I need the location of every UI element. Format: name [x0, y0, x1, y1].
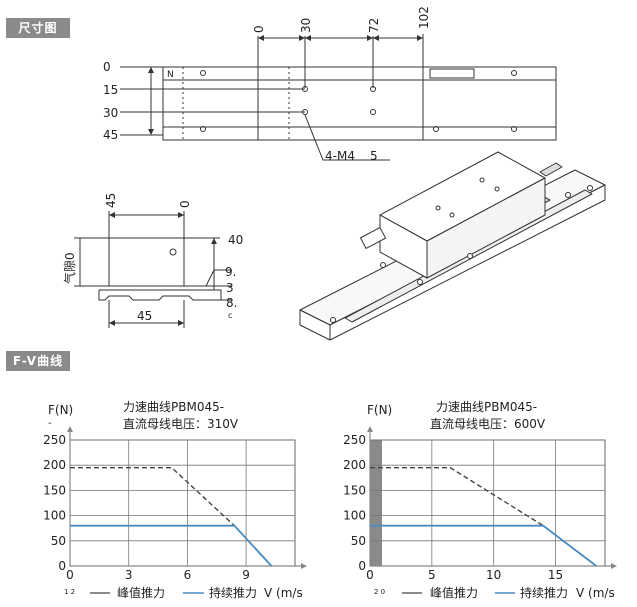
chart-left-subtitle: 直流母线电压：310V — [123, 417, 239, 431]
chart-1-xtick: 15 — [548, 568, 563, 582]
dimensions-section-label: 尺寸图 — [6, 18, 70, 38]
side-dim-bottom-45: 45 — [137, 309, 152, 323]
side-dim-40: 40 — [228, 233, 243, 247]
chart-1-xtick: 5 — [428, 568, 436, 582]
chart-left-x-fragment: 1 2 — [64, 588, 75, 596]
chart-left-xlabel: V (m/s — [264, 586, 303, 600]
chart-left: 0 50 100 150 200 250 0 3 6 9 F(N) - 力速曲线PBM045- 直… — [43, 400, 307, 600]
chart-1-x-arrow — [611, 563, 617, 569]
chart-1-xtick: 0 — [366, 568, 374, 582]
y-dim-30: 30 — [103, 106, 118, 120]
chart-0-xtick: 9 — [242, 568, 250, 582]
chart-left-legend-cont: 持续推力 — [209, 585, 257, 600]
x-dim-0: 0 — [252, 25, 266, 33]
chart-1-y-arrow — [367, 426, 373, 432]
chart-right-legend-peak: 峰值推力 — [430, 585, 478, 600]
side-dim-45: 45 — [104, 193, 118, 208]
y-dim-0: 0 — [103, 60, 111, 74]
chart-left-legend-peak: 峰值推力 — [117, 585, 165, 600]
chart-left-ylabel: F(N) — [48, 403, 73, 417]
x-dim-102: 102 — [417, 6, 431, 29]
chart-1-ytick: 250 — [343, 433, 366, 447]
chart-0-series-continuous — [70, 524, 273, 567]
side-dim-c: c — [228, 311, 232, 320]
chart-left-plot-frame — [69, 439, 296, 567]
y-dim-45: 45 — [103, 128, 118, 142]
chart-0-x-arrow — [301, 563, 307, 569]
callout-depth: 5 — [370, 149, 378, 163]
x-dim-30: 30 — [299, 18, 313, 33]
chart-0-series-peak — [70, 467, 273, 567]
chart-1-xtick: 10 — [486, 568, 501, 582]
dimension-drawing: 0 30 72 102 0 15 30 45 N 4-M4 5 — [62, 6, 606, 341]
chart-right-title: 力速曲线PBM045- — [436, 400, 537, 414]
isometric-motor — [299, 151, 606, 341]
chart-1-series-peak — [370, 467, 597, 567]
chart-1-ytick: 150 — [343, 483, 366, 497]
chart-1-ytick: 0 — [358, 559, 366, 573]
chart-right-subtitle: 直流母线电压：600V — [430, 417, 546, 431]
chart-1-ytick: 100 — [343, 509, 366, 523]
y-dim-15: 15 — [103, 83, 118, 97]
chart-0-xtick: 6 — [184, 568, 192, 582]
chart-0-ytick: 100 — [43, 509, 66, 523]
chart-right-ylabel: F(N) — [367, 403, 392, 417]
chart-0-y-arrow — [67, 426, 73, 432]
chart-right-axis-band — [370, 440, 382, 566]
side-dim-0: 0 — [178, 200, 192, 208]
top-view-outline — [162, 66, 557, 141]
chart-0-ytick: 50 — [51, 534, 66, 548]
chart-right: 0 50 100 150 200 250 0 5 10 15 F(N) 力速曲线PBM045- 直… — [343, 400, 617, 600]
chart-right-legend-cont: 持续推力 — [520, 585, 568, 600]
chart-0-ytick: 0 — [58, 559, 66, 573]
chart-0-xtick: 3 — [125, 568, 133, 582]
chart-0-xtick: 0 — [66, 568, 74, 582]
side-dim-9: 9. — [225, 265, 236, 279]
chart-right-plot-frame — [369, 439, 606, 567]
x-dim-72: 72 — [367, 18, 381, 33]
n-marker: N — [167, 70, 174, 80]
chart-0-ytick: 250 — [43, 433, 66, 447]
chart-1-ytick: 200 — [343, 458, 366, 472]
chart-left-title: 力速曲线PBM045- — [123, 400, 224, 414]
chart-left-y-fragment: - — [48, 418, 52, 429]
chart-1-series-continuous — [370, 524, 597, 567]
fv-curve-section-label: F-V曲线 — [6, 351, 70, 371]
chart-1-ytick: 50 — [351, 534, 366, 548]
chart-0-ytick: 200 — [43, 458, 66, 472]
chart-0-ytick: 150 — [43, 483, 66, 497]
chart-right-x-fragment: 2 0 — [374, 588, 385, 596]
side-dim-8: 8. — [226, 296, 237, 310]
chart-right-xlabel: V (m/s — [576, 586, 615, 600]
side-dim-3: 3 — [226, 281, 234, 295]
callout-thread: 4-M4 — [325, 149, 355, 163]
air-gap-label: 气隙0 — [62, 252, 77, 284]
